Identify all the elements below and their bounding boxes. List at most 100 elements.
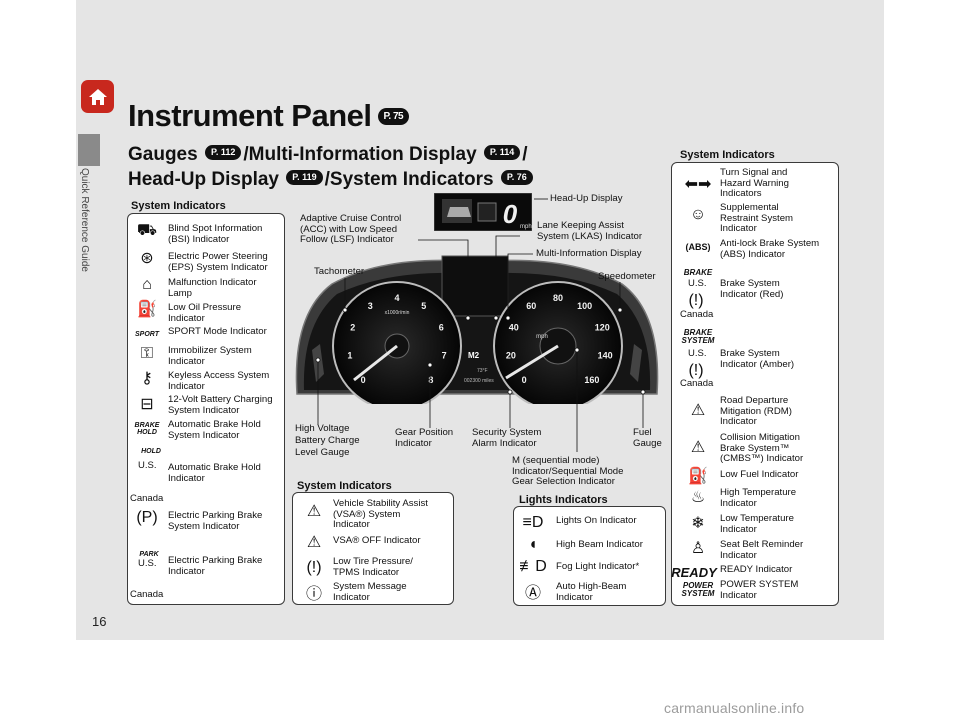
right-indicator-label: Brake System Indicator (Amber) — [720, 348, 795, 370]
lights-indicator-label: Fog Light Indicator* — [556, 561, 640, 572]
fuel-icon: ⛽ — [688, 468, 708, 485]
page-number: 16 — [92, 614, 107, 629]
park-icon: PARK — [139, 550, 159, 558]
left-indicator-label: Malfunction Indicator Lamp — [168, 277, 257, 299]
speed-tick-label: 20 — [506, 350, 516, 360]
ref-system[interactable]: P. 76 — [500, 170, 533, 186]
gear-readout: M2 — [468, 351, 480, 360]
vsa-icon: ⚠ — [306, 503, 322, 520]
right-canada-label-2: Canada — [680, 378, 714, 389]
callout-acc: Adaptive Cruise Control (ACC) with Low S… — [300, 213, 402, 245]
center-panel-heading: System Indicators — [297, 480, 392, 492]
right-indicator-label: Collision Mitigation Brake System™ (CMBS… — [720, 432, 804, 464]
right-indicator-label: READY Indicator — [720, 564, 793, 575]
left-indicator-label: Low Oil Pressure Indicator — [168, 302, 242, 324]
brake-red-icon: BRAKE — [683, 268, 713, 277]
right-us-label: U.S. — [688, 278, 707, 289]
center-indicator-label: Vehicle Stability Assist (VSA®) System I… — [333, 498, 428, 530]
title-text: Instrument Panel — [128, 98, 372, 133]
left-indicator-label: Electric Parking Brake Indicator — [168, 555, 263, 577]
head-up-display-image: 0 mph — [434, 193, 532, 231]
subtitle-system: /System Indicators — [324, 169, 494, 190]
temperature-readout: 73°F — [477, 368, 488, 374]
callout-tachometer: Tachometer — [314, 266, 365, 277]
left-indicator-label: 12-Volt Battery Charging System Indicato… — [168, 394, 273, 416]
oil-can-icon: ⛽ — [137, 301, 157, 318]
subtitle: Gauges P. 112/Multi-Information Display … — [128, 142, 535, 192]
airbag-icon: ☺ — [689, 206, 707, 223]
left-indicator-label: Immobilizer System Indicator — [168, 345, 252, 367]
battery-icon: ⊟ — [140, 396, 154, 413]
right-indicator-label: Low Temperature Indicator — [720, 513, 794, 535]
lights-indicator-panel — [513, 506, 666, 606]
high-beam-icon: ◖ — [528, 536, 538, 553]
left-indicator-label: Automatic Brake Hold Indicator — [168, 462, 261, 484]
tach-tick-label: 6 — [439, 323, 444, 333]
seat-belt-icon: ♙ — [690, 540, 706, 557]
tachometer-needle — [353, 344, 398, 382]
right-indicator-label: High Temperature Indicator — [720, 487, 797, 509]
sport-icon: SPORT — [135, 330, 159, 338]
home-button[interactable] — [81, 80, 114, 113]
lights-on-icon: ≡D — [522, 514, 544, 531]
center-indicator-label: System Message Indicator — [333, 581, 407, 603]
right-canada-label: Canada — [680, 309, 714, 320]
tach-tick-label: 3 — [368, 301, 373, 311]
tach-tick-label: 8 — [428, 375, 433, 385]
tach-tick-label: 1 — [347, 350, 352, 360]
tach-tick-label: 0 — [361, 375, 366, 385]
speed-tick-label: 80 — [553, 293, 563, 303]
parking-brake-icon: (P) — [136, 509, 158, 526]
blind-spot-icon: ⛟ — [136, 222, 158, 239]
left-us-label: U.S. — [138, 460, 157, 471]
speed-tick-label: 160 — [584, 375, 599, 385]
section-tab[interactable] — [78, 134, 100, 166]
left-canada-label: Canada — [130, 493, 164, 504]
low-temp-icon: ❄ — [691, 515, 705, 532]
brake-amber-icon: BRAKE SYSTEM — [681, 328, 715, 345]
callout-speedometer: Speedometer — [598, 271, 656, 282]
cmbs-icon: ⚠ — [690, 439, 706, 456]
watermark: carmanualsonline.info — [664, 700, 805, 716]
engine-icon: ⌂ — [142, 276, 152, 293]
page-title: Instrument Panel P. 75 — [128, 98, 410, 134]
tach-unit: x1000r/min — [385, 310, 410, 316]
speed-unit: mph — [536, 334, 548, 340]
callout-mid: Multi-Information Display — [536, 248, 642, 259]
right-indicator-label: Turn Signal and Hazard Warning Indicator… — [720, 167, 789, 199]
right-us-label-2: U.S. — [688, 348, 707, 359]
steering-wheel-icon: ⊛ — [140, 250, 154, 267]
brake-canada-icon: (!) — [688, 292, 704, 309]
right-indicator-label: Anti-lock Brake System (ABS) Indicator — [720, 238, 820, 260]
turn-signal-icon: ⬅➡ — [684, 176, 712, 193]
left-indicator-label: Electric Parking Brake System Indicator — [168, 510, 263, 532]
ref-mid[interactable]: P. 114 — [483, 145, 521, 161]
callout-hv-battery: High Voltage Battery Charge Level Gauge — [295, 423, 360, 458]
vsa-off-icon: ⚠ — [306, 534, 322, 551]
subtitle-hud: Head-Up Display — [128, 169, 279, 190]
center-indicator-panel — [292, 492, 454, 605]
callout-head-up-display: Head-Up Display — [550, 193, 623, 204]
side-label: Quick Reference Guide — [79, 168, 90, 272]
right-panel-heading: System Indicators — [680, 149, 775, 161]
speed-tick-label: 120 — [595, 323, 610, 333]
power-system-icon: POWER SYSTEM — [681, 581, 715, 598]
high-temp-icon: ♨ — [690, 489, 706, 506]
callout-security: Security System Alarm Indicator — [472, 427, 542, 449]
key-fob-icon: ⚷ — [141, 370, 153, 387]
lights-indicator-label: High Beam Indicator — [556, 539, 643, 550]
title-page-ref[interactable]: P. 75 — [377, 107, 410, 125]
left-us-label-2: U.S. — [138, 558, 157, 569]
ref-gauges[interactable]: P. 112 — [204, 145, 242, 161]
ref-hud[interactable]: P. 119 — [286, 170, 323, 186]
ready-icon: READY — [671, 565, 717, 580]
left-indicator-label: Electric Power Steering (EPS) System Ind… — [168, 251, 268, 273]
subtitle-slash: / — [522, 144, 528, 165]
speed-tick-label: 100 — [577, 301, 592, 311]
right-indicator-label: Supplemental Restraint System Indicator — [720, 202, 794, 234]
right-indicator-label: Low Fuel Indicator — [720, 469, 799, 480]
right-indicator-label: Road Departure Mitigation (RDM) Indicato… — [720, 395, 792, 427]
brake-hold-icon: BRAKE HOLD — [134, 422, 160, 436]
callout-fuel-gauge: Fuel Gauge — [633, 427, 662, 449]
left-indicator-label: Blind Spot Information (BSI) Indicator — [168, 223, 263, 245]
